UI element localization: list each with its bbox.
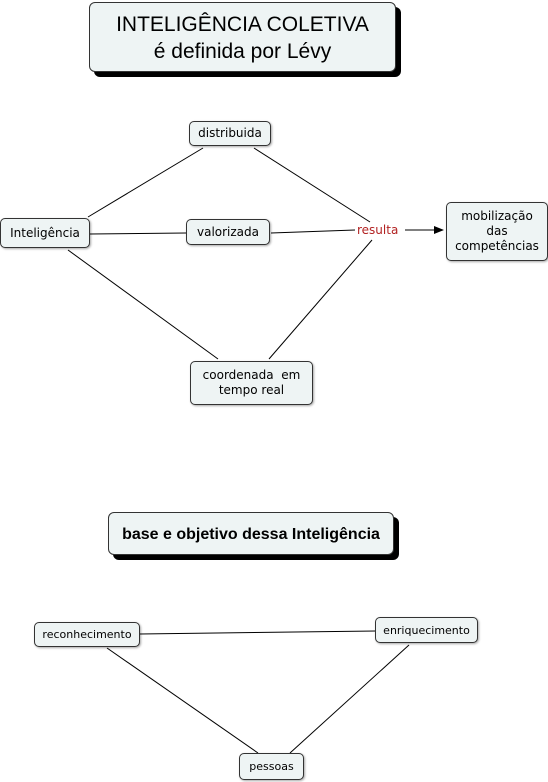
concept-label: pessoas: [249, 760, 294, 773]
concept-label: enriquecimento: [383, 623, 470, 637]
concept-label-line1: mobilização: [461, 209, 533, 223]
line-coordenada-resulta: [268, 239, 373, 360]
line-enriquecimento-pessoas: [289, 644, 410, 754]
concept-inteligencia[interactable]: Inteligência: [0, 218, 90, 248]
line-reconhecimento-pessoas: [106, 647, 259, 754]
concept-label: reconhecimento: [42, 628, 132, 641]
main-title-line2: é definida por Lévy: [153, 40, 332, 63]
link-phrase-resulta: resulta: [356, 223, 400, 237]
concept-label-line1: coordenada em: [202, 368, 301, 382]
line-valorizada-resulta: [270, 229, 356, 234]
concept-mobilizacao[interactable]: mobilização das competências: [446, 202, 548, 261]
line-inteligencia-distribuida: [87, 147, 204, 218]
concept-distribuida[interactable]: distribuida: [189, 121, 271, 146]
secondary-title: base e objetivo dessa Inteligência: [108, 512, 394, 555]
concept-pessoas[interactable]: pessoas: [239, 753, 304, 780]
concept-valorizada[interactable]: valorizada: [186, 219, 270, 245]
concept-enriquecimento[interactable]: enriquecimento: [375, 617, 478, 643]
concept-label-line2: tempo real: [218, 383, 285, 397]
line-reconhecimento-enriquecimento: [139, 630, 377, 635]
concept-label: distribuida: [198, 126, 262, 140]
concept-label-line3: competências: [455, 239, 539, 253]
concept-label: Inteligência: [10, 225, 80, 240]
line-inteligencia-coordenada: [67, 249, 219, 360]
concept-label: valorizada: [196, 224, 260, 239]
line-inteligencia-valorizada: [89, 232, 187, 235]
main-title: INTELIGÊNCIA COLETIVA é definida por Lév…: [89, 2, 396, 72]
concept-coordenada[interactable]: coordenada em tempo real: [190, 361, 313, 405]
line-distribuida-resulta: [253, 147, 371, 223]
concept-label-line2: das: [486, 224, 508, 238]
concept-reconhecimento[interactable]: reconhecimento: [34, 622, 140, 647]
main-title-line1: INTELIGÊNCIA COLETIVA: [116, 13, 369, 36]
